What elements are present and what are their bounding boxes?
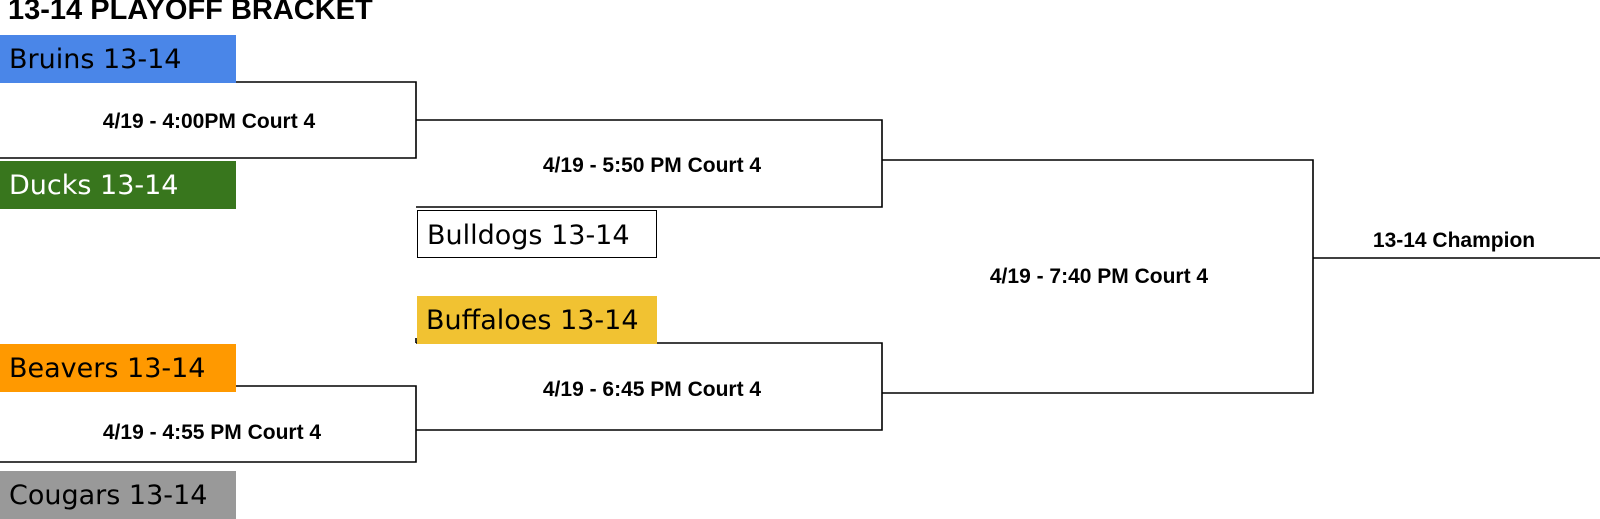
team-cougars-label: Cougars 13-14 — [9, 480, 208, 511]
semifinal-2-info: 4/19 - 6:45 PM Court 4 — [542, 378, 762, 401]
final-info: 4/19 - 7:40 PM Court 4 — [989, 265, 1209, 288]
team-bulldogs-label: Bulldogs 13-14 — [427, 220, 630, 251]
team-buffaloes: Buffaloes 13-14 — [417, 296, 657, 344]
semifinal-1-info: 4/19 - 5:50 PM Court 4 — [542, 154, 762, 177]
game-2-info: 4/19 - 4:55 PM Court 4 — [102, 421, 322, 444]
team-bruins-label: Bruins 13-14 — [9, 44, 182, 75]
team-cougars: Cougars 13-14 — [0, 471, 236, 519]
team-ducks: Ducks 13-14 — [0, 161, 236, 209]
team-bulldogs: Bulldogs 13-14 — [417, 210, 657, 258]
team-buffaloes-label: Buffaloes 13-14 — [426, 305, 639, 336]
champion-label: 13-14 Champion — [1372, 229, 1536, 252]
team-ducks-label: Ducks 13-14 — [9, 170, 179, 201]
team-beavers-label: Beavers 13-14 — [9, 353, 206, 384]
team-bruins: Bruins 13-14 — [0, 35, 236, 83]
game-1-info: 4/19 - 4:00PM Court 4 — [102, 110, 316, 133]
team-beavers: Beavers 13-14 — [0, 344, 236, 392]
page-title: 13-14 PLAYOFF BRACKET — [8, 0, 373, 26]
